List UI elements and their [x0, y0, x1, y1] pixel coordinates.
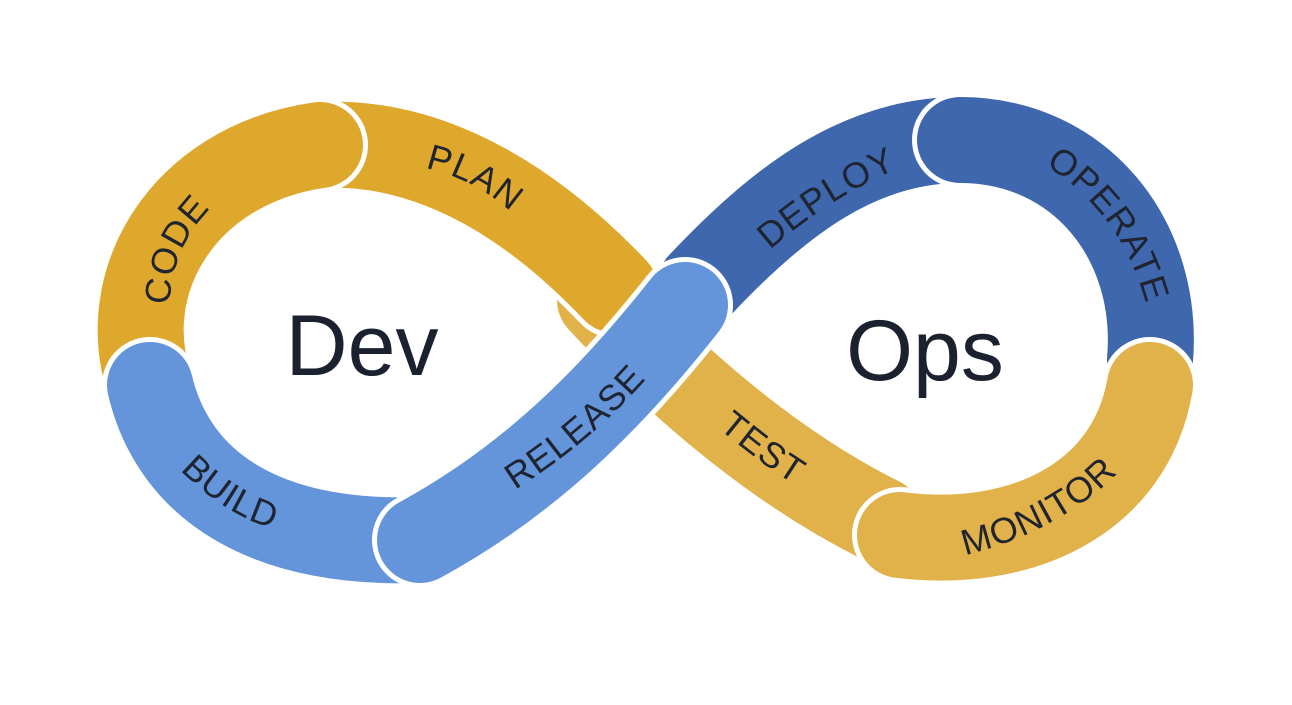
band-monitor	[857, 342, 1193, 581]
band-build	[107, 342, 463, 584]
band-operate	[917, 97, 1194, 403]
center-word-ops: Ops	[846, 303, 1004, 399]
center-word-dev: Dev	[286, 298, 439, 394]
band-release	[377, 262, 728, 583]
